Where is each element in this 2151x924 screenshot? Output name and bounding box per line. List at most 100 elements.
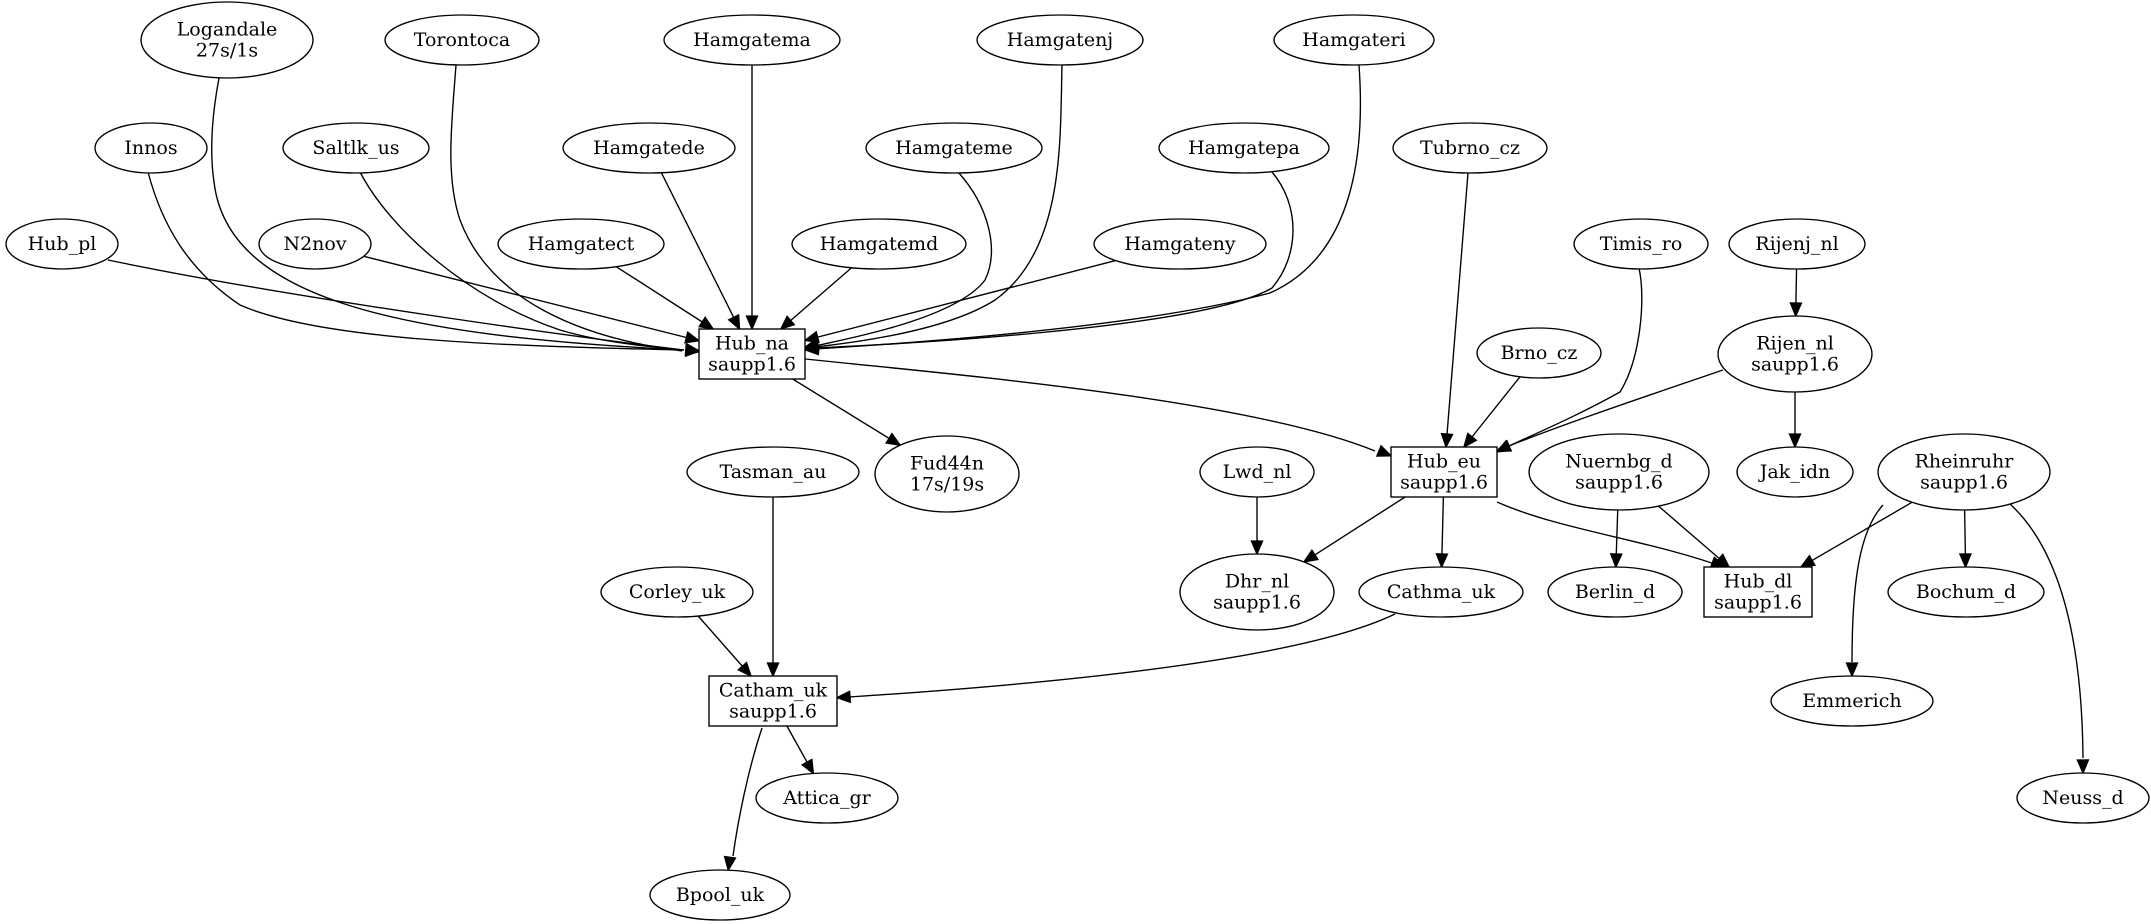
node-label: Timis_ro bbox=[1600, 233, 1683, 255]
edge-line bbox=[792, 378, 891, 440]
edge-corley_uk-to-catham_uk bbox=[697, 615, 753, 678]
edge-nuernbg_d-to-berlin_d bbox=[1609, 509, 1623, 569]
node-label: Rijen_nl bbox=[1756, 333, 1834, 355]
node-innos: Innos bbox=[94, 122, 208, 174]
edge-hub_na-to-fud44n bbox=[792, 378, 902, 447]
node-box bbox=[698, 328, 806, 380]
edge-hub_eu-to-dhr_nl bbox=[1302, 496, 1406, 563]
node-label: Dhr_nl bbox=[1225, 571, 1289, 593]
arrow-head bbox=[1609, 553, 1623, 569]
node-label: Tubrno_cz bbox=[1420, 137, 1520, 159]
node-label: Hamgateny bbox=[1124, 233, 1236, 255]
node-berlin_d: Berlin_d bbox=[1547, 566, 1683, 618]
node-ellipse bbox=[1273, 14, 1435, 66]
edge-rheinruhr-to-neuss_d bbox=[2009, 503, 2090, 775]
edge-hamgatepa-to-hub_na bbox=[803, 171, 1294, 355]
node-torontoca: Torontoca bbox=[384, 14, 540, 66]
arrow-head bbox=[766, 662, 780, 678]
node-hamgatect: Hamgatect bbox=[497, 218, 665, 270]
edge-hub_eu-to-cathma_uk bbox=[1435, 496, 1449, 569]
edge-hamgatema-to-hub_na bbox=[745, 65, 759, 331]
node-label: saupp1.6 bbox=[729, 701, 817, 723]
node-box bbox=[708, 675, 838, 727]
node-ellipse bbox=[1770, 675, 1934, 727]
edge-rijen_nl-to-hub_eu bbox=[1495, 369, 1724, 452]
arrow-head bbox=[698, 316, 715, 330]
node-ellipse bbox=[497, 218, 665, 270]
node-ellipse bbox=[1887, 566, 2045, 618]
node-ellipse bbox=[1547, 566, 1683, 618]
node-label: Emmerich bbox=[1802, 690, 1901, 712]
arrow-head bbox=[1845, 662, 1859, 678]
node-label: Hub_na bbox=[715, 333, 789, 355]
node-jak_idn: Jak_idn bbox=[1736, 446, 1854, 498]
node-hamgatemd: Hamgatemd bbox=[791, 218, 967, 270]
edge-line bbox=[697, 615, 744, 668]
edge-line bbox=[814, 171, 993, 347]
edge-catham_uk-to-attica_gr bbox=[786, 725, 815, 776]
arrow-head bbox=[1440, 432, 1454, 449]
arrow-head bbox=[1788, 433, 1802, 449]
arrow-head bbox=[803, 341, 819, 355]
node-label: Hamgateme bbox=[895, 137, 1013, 159]
node-ellipse bbox=[1358, 566, 1524, 618]
edge-line bbox=[848, 613, 1396, 698]
node-label: Bochum_d bbox=[1916, 581, 2016, 603]
edge-hamgatede-to-hub_na bbox=[660, 172, 741, 331]
node-ellipse bbox=[865, 122, 1043, 174]
node-label: saupp1.6 bbox=[1575, 472, 1663, 494]
node-label: Catham_uk bbox=[719, 680, 828, 702]
node-label: Corley_uk bbox=[629, 581, 726, 603]
edge-line bbox=[814, 171, 1294, 349]
node-ellipse bbox=[562, 122, 736, 174]
node-label: Hamgatemd bbox=[820, 233, 938, 255]
edge-line bbox=[1810, 501, 1913, 562]
node-box bbox=[1390, 446, 1498, 498]
node-label: Hub_eu bbox=[1407, 451, 1481, 473]
edge-line bbox=[814, 64, 1362, 350]
node-label: saupp1.6 bbox=[1213, 592, 1301, 614]
node-label: Berlin_d bbox=[1575, 581, 1655, 603]
node-label: Brno_cz bbox=[1501, 342, 1578, 364]
node-hamgatenj: Hamgatenj bbox=[976, 14, 1144, 66]
edge-cathma_uk-to-catham_uk bbox=[835, 613, 1396, 704]
node-brno_cz: Brno_cz bbox=[1476, 327, 1602, 379]
edge-line bbox=[450, 64, 683, 352]
arrow-head bbox=[684, 342, 701, 356]
node-label: saupp1.6 bbox=[1400, 472, 1488, 494]
edge-line bbox=[1446, 172, 1469, 436]
node-label: saupp1.6 bbox=[1714, 592, 1802, 614]
edge-hub_na-to-hub_eu bbox=[804, 358, 1393, 457]
node-label: Hamgatede bbox=[593, 137, 705, 159]
node-cathma_uk: Cathma_uk bbox=[1358, 566, 1524, 618]
edge-line bbox=[1498, 267, 1643, 452]
node-label: Cathma_uk bbox=[1387, 581, 1496, 603]
edge-lwd_nl-to-dhr_nl bbox=[1250, 497, 1264, 556]
node-ellipse bbox=[384, 14, 540, 66]
node-label: Logandale bbox=[177, 19, 278, 41]
node-label: Torontoca bbox=[414, 29, 510, 51]
node-ellipse bbox=[1392, 122, 1548, 174]
node-ellipse bbox=[140, 1, 314, 79]
node-ellipse bbox=[1728, 218, 1866, 270]
node-label: Rheinruhr bbox=[1915, 451, 2015, 473]
edge-line bbox=[359, 171, 685, 351]
arrow-head bbox=[1462, 432, 1478, 449]
node-ellipse bbox=[1179, 553, 1335, 631]
node-ellipse bbox=[282, 122, 430, 174]
node-ellipse bbox=[1199, 446, 1315, 498]
node-ellipse bbox=[663, 14, 841, 66]
node-hamgateme: Hamgateme bbox=[865, 122, 1043, 174]
node-label: Attica_gr bbox=[782, 787, 871, 809]
arrow-head bbox=[1375, 444, 1393, 457]
node-hamgatepa: Hamgatepa bbox=[1158, 122, 1330, 174]
edge-rheinruhr-to-bochum_d bbox=[1958, 509, 1972, 569]
arrow-head bbox=[723, 855, 737, 872]
edge-rheinruhr-to-emmerich bbox=[1845, 504, 1884, 678]
node-ellipse bbox=[976, 14, 1144, 66]
edge-line bbox=[660, 172, 735, 319]
